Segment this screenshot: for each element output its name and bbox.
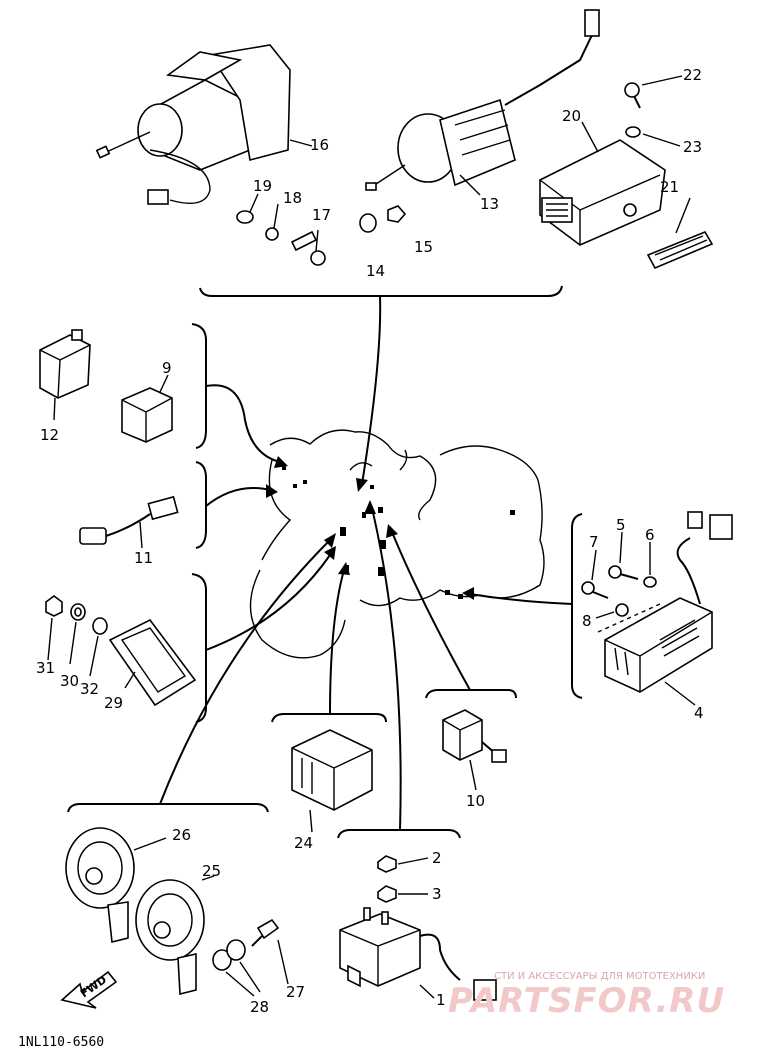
callout-29: 29 [104, 694, 123, 712]
arrowhead [386, 524, 398, 538]
right-group-bracket [571, 513, 583, 699]
leader-10 [391, 531, 471, 691]
callout-26: 26 [172, 826, 191, 844]
switch-part-9 [121, 374, 173, 443]
leader-middle [205, 487, 271, 507]
callout-3: 3 [432, 885, 442, 903]
callout-20: 20 [562, 107, 581, 125]
bolt-part-5 [608, 531, 639, 580]
nut-part-2 [377, 855, 429, 873]
washer-part-18 [265, 203, 279, 241]
grommet-part-14 [359, 213, 377, 233]
starter-relay-part-1 [339, 907, 497, 1001]
arrowhead [274, 456, 288, 468]
callout-21: 21 [660, 178, 679, 196]
callout-24: 24 [294, 834, 313, 852]
callout-8: 8 [582, 612, 592, 630]
reflector-part-29 [108, 618, 197, 707]
arrowhead [324, 533, 336, 548]
cable-actuator-part-13 [365, 9, 600, 196]
callout-25: 25 [202, 862, 221, 880]
arrowhead [266, 484, 278, 498]
dashed-guide [597, 603, 661, 633]
circuit-part-21 [646, 197, 714, 270]
callout-14: 14 [366, 262, 385, 280]
top-group-bracket [199, 285, 563, 297]
nut-part-31 [45, 595, 63, 661]
bolt-part-27 [251, 918, 289, 985]
leader-top-to-frame [361, 295, 382, 485]
watermark-logo: PARTSFOR.RU [448, 981, 725, 1021]
callout-22: 22 [683, 66, 702, 84]
callout-31: 31 [36, 659, 55, 677]
sensor-part-11 [79, 495, 179, 549]
bolt-part-22 [624, 75, 683, 109]
arrowhead [324, 546, 336, 560]
bottom-bracket-24 [271, 713, 387, 723]
leader-upper [205, 384, 281, 463]
arrowhead [462, 587, 474, 600]
leader-right [469, 593, 573, 605]
diagram-code: 1NL110-6560 [18, 1035, 104, 1050]
callout-11: 11 [134, 549, 153, 567]
callout-1: 1 [436, 991, 446, 1009]
leader-horn [159, 539, 331, 805]
horn-part-25 [135, 875, 215, 996]
arrowhead [364, 500, 376, 514]
callout-18: 18 [283, 189, 302, 207]
bottom-bracket-relay [337, 829, 461, 839]
washer-part-23 [625, 126, 681, 147]
leader-lower [205, 554, 331, 651]
callout-9: 9 [162, 359, 172, 377]
callout-27: 27 [286, 983, 305, 1001]
callout-12: 12 [40, 426, 59, 444]
left-bracket-middle [195, 461, 207, 549]
arrowhead [338, 562, 350, 575]
cruise-actuator-part-16 [95, 44, 313, 205]
bottom-bracket-10 [425, 689, 517, 699]
watermark-tagline: СТИ И АКСЕССУАРЫ ДЛЯ МОТОТЕХНИКИ [494, 971, 705, 982]
callout-6: 6 [645, 526, 655, 544]
callout-23: 23 [683, 138, 702, 156]
leader-relay [371, 507, 402, 831]
leader-24 [329, 569, 345, 715]
screw-part-7 [581, 549, 609, 599]
washer-part-32 [89, 617, 108, 677]
sensor-part-10 [442, 709, 507, 791]
bottom-bracket-horn [67, 803, 269, 813]
callout-4: 4 [694, 704, 704, 722]
fwd-arrow-icon: FWD [60, 970, 118, 1009]
callout-19: 19 [253, 177, 272, 195]
washer-part-8 [595, 603, 629, 619]
nut-part-15 [387, 205, 407, 223]
screw-part-17 [290, 229, 326, 266]
callout-5: 5 [616, 516, 626, 534]
callout-10: 10 [466, 792, 485, 810]
washer-part-28 [212, 939, 261, 997]
arrowhead [356, 478, 368, 492]
nut-part-3 [377, 885, 428, 903]
relay-part-24 [291, 729, 373, 833]
control-unit-part-20 [539, 121, 666, 246]
callout-32: 32 [80, 680, 99, 698]
callout-2: 2 [432, 849, 442, 867]
left-bracket-lower [191, 573, 207, 723]
callout-7: 7 [589, 533, 599, 551]
callout-13: 13 [480, 195, 499, 213]
washer-part-6 [643, 542, 657, 588]
callout-30: 30 [60, 672, 79, 690]
washer-part-30 [69, 603, 86, 665]
callout-15: 15 [414, 238, 433, 256]
callout-16: 16 [310, 136, 329, 154]
horn-part-26 [65, 827, 167, 943]
nut-part-19 [236, 193, 259, 224]
regulator-part-4 [604, 511, 733, 706]
relay-part-12 [39, 329, 91, 421]
left-bracket-upper [191, 323, 207, 449]
callout-17: 17 [312, 206, 331, 224]
callout-28: 28 [250, 998, 269, 1016]
